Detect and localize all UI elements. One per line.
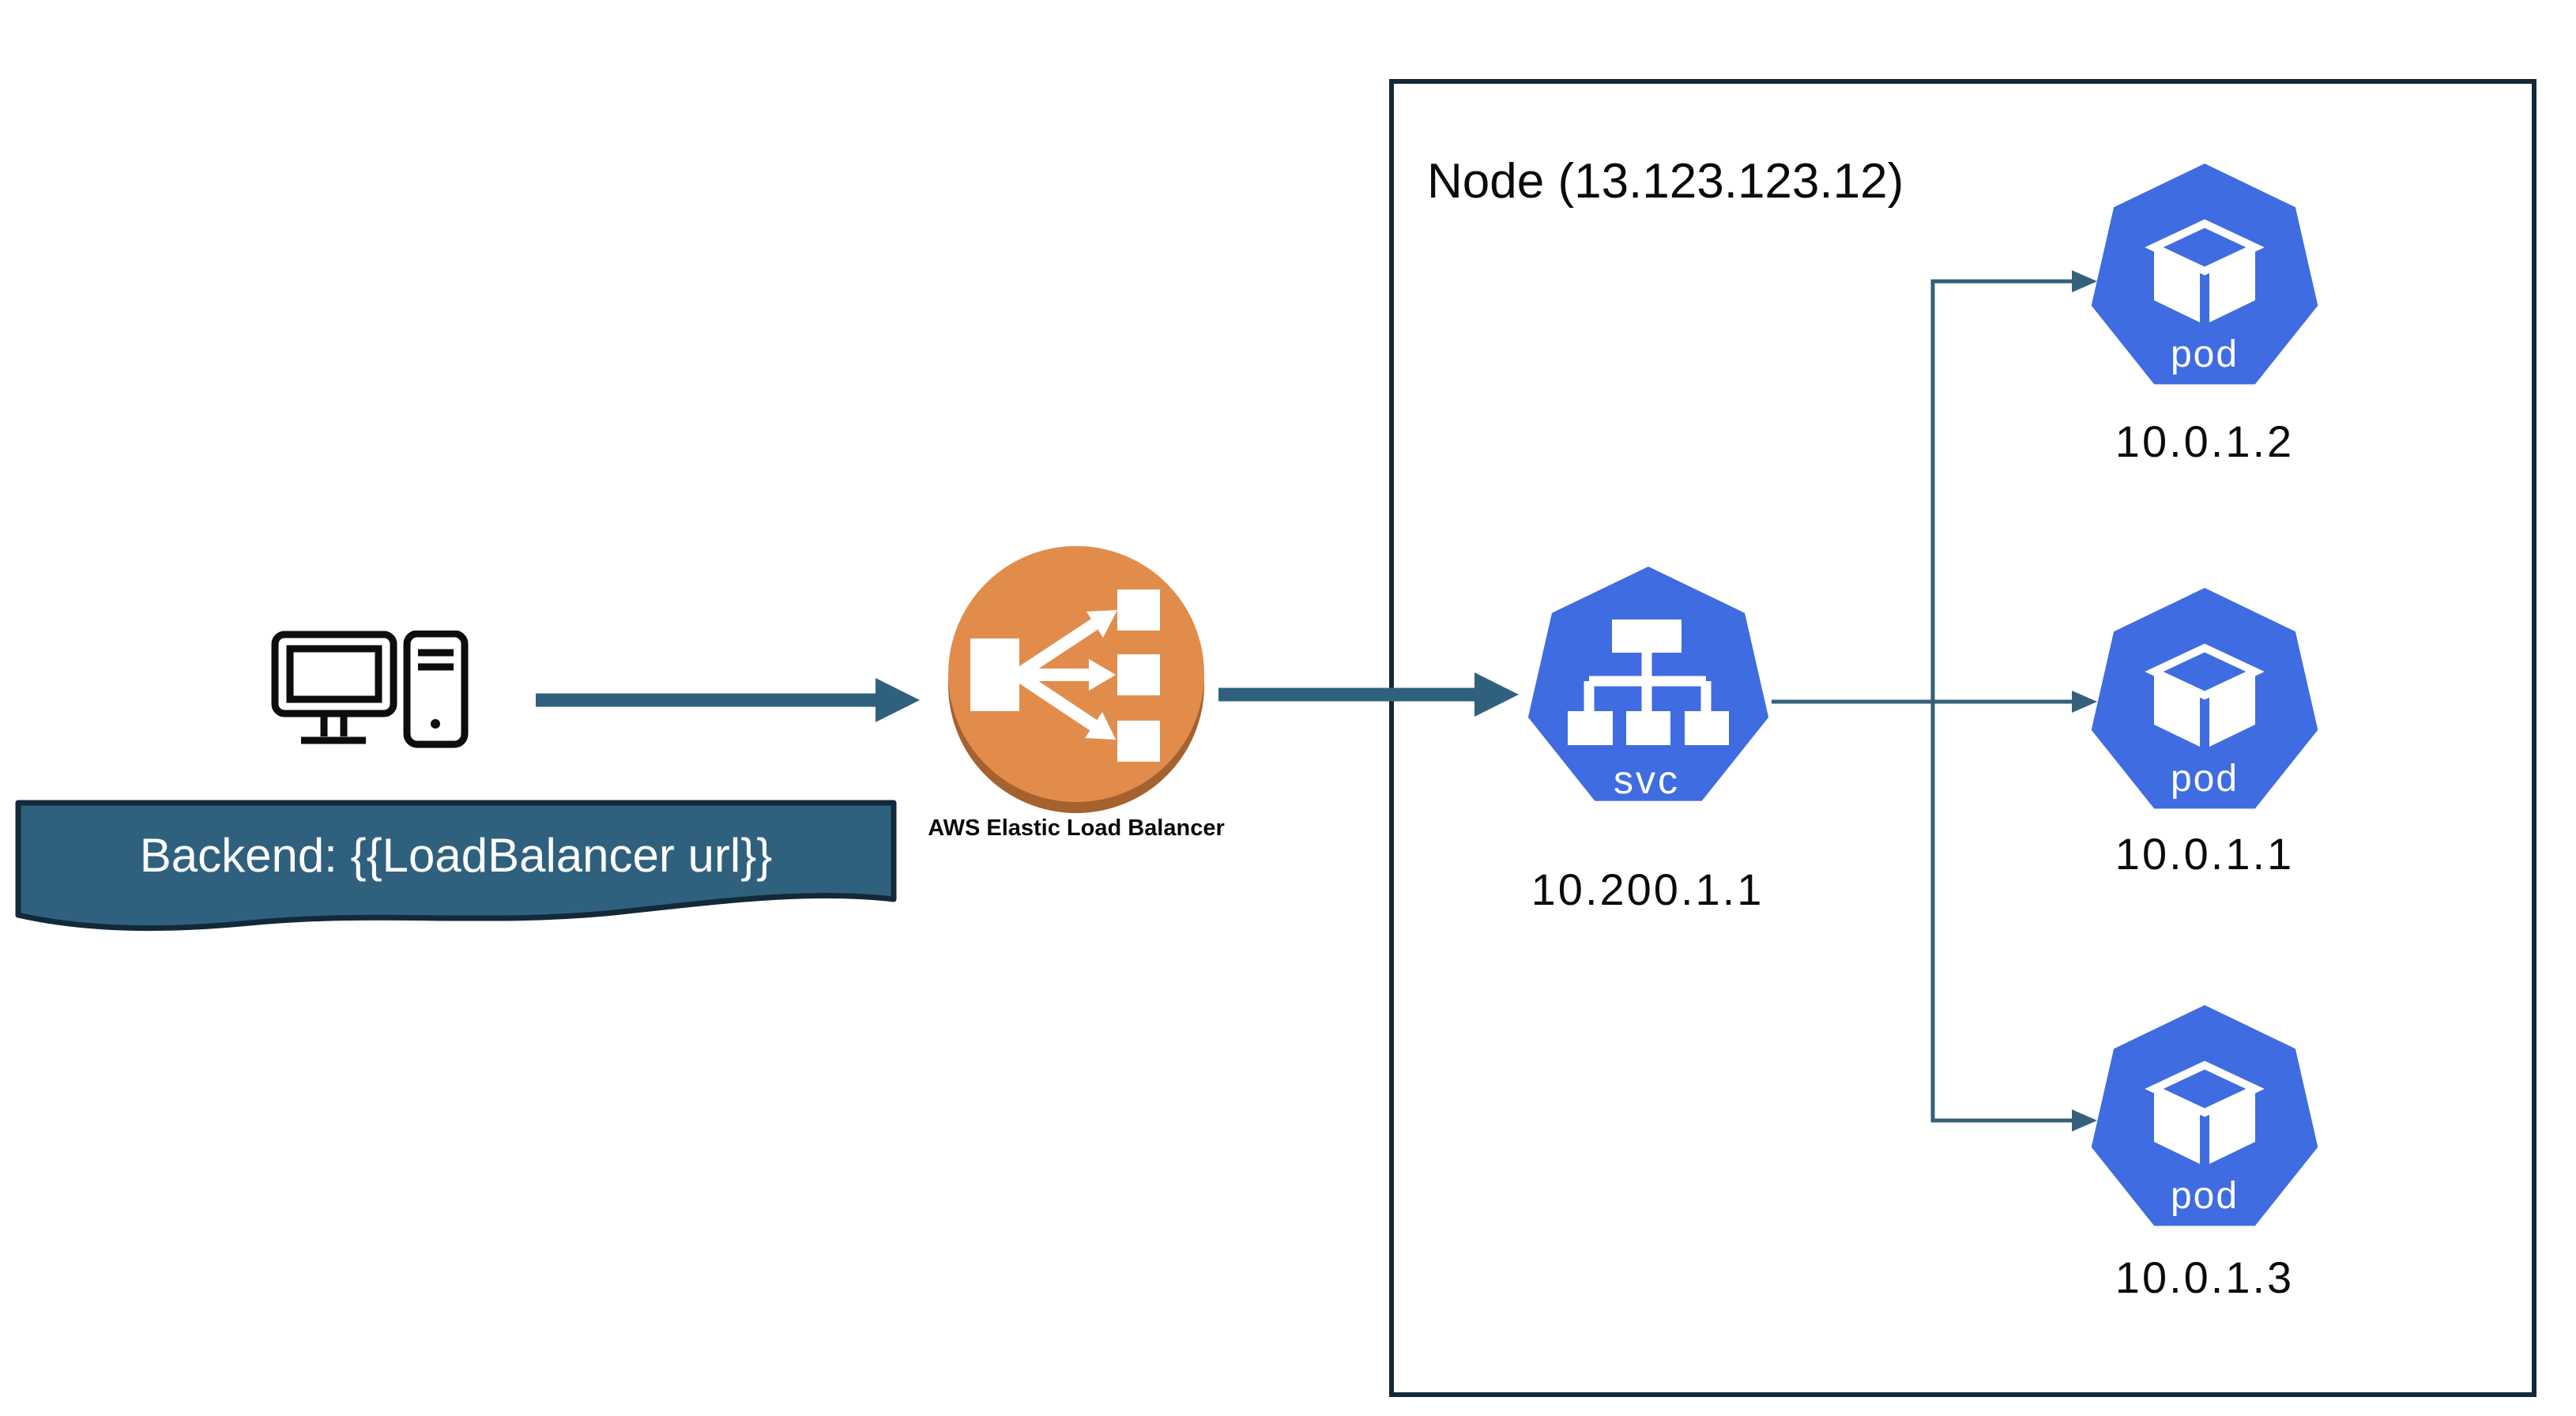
backend-banner: [15, 800, 897, 932]
pod-icon: pod: [2091, 164, 2318, 385]
monitor-icon: [271, 631, 397, 744]
pod-ip-label: 10.0.1.2: [2115, 416, 2295, 466]
tower-icon: [403, 631, 469, 748]
service-label: svc: [1614, 758, 1680, 802]
node-boundary-box: [1389, 79, 2536, 1397]
pod-cube-glyph: [2145, 643, 2265, 747]
aws-elb-label: AWS Elastic Load Balancer: [928, 815, 1225, 841]
pod-label: pod: [2171, 333, 2239, 375]
pod-icon: pod: [2091, 588, 2318, 809]
pod-ip-label: 10.0.1.3: [2115, 1252, 2295, 1302]
pod-cube-glyph: [2145, 1060, 2265, 1164]
pod-icon: pod: [2091, 1005, 2318, 1226]
aws-elb-icon: [948, 546, 1204, 813]
arrow-client-to-elb: [536, 678, 920, 722]
pod-ip-label: 10.0.1.1: [2115, 829, 2295, 879]
pod-label: pod: [2171, 1175, 2239, 1217]
client-computer-icon: [271, 631, 469, 748]
service-ip-label: 10.200.1.1: [1531, 864, 1764, 914]
pod-label: pod: [2171, 758, 2239, 800]
node-title: Node (13.123.123.12): [1427, 154, 1904, 209]
service-tree-glyph: [1568, 620, 1729, 745]
service-icon: svc: [1527, 567, 1769, 802]
pod-cube-glyph: [2145, 219, 2265, 322]
arrow-elb-to-service: [1218, 672, 1519, 717]
connector-service-to-pods: [1772, 270, 2097, 1132]
backend-banner-label: Backend: {{LoadBalancer url}}: [139, 829, 773, 882]
